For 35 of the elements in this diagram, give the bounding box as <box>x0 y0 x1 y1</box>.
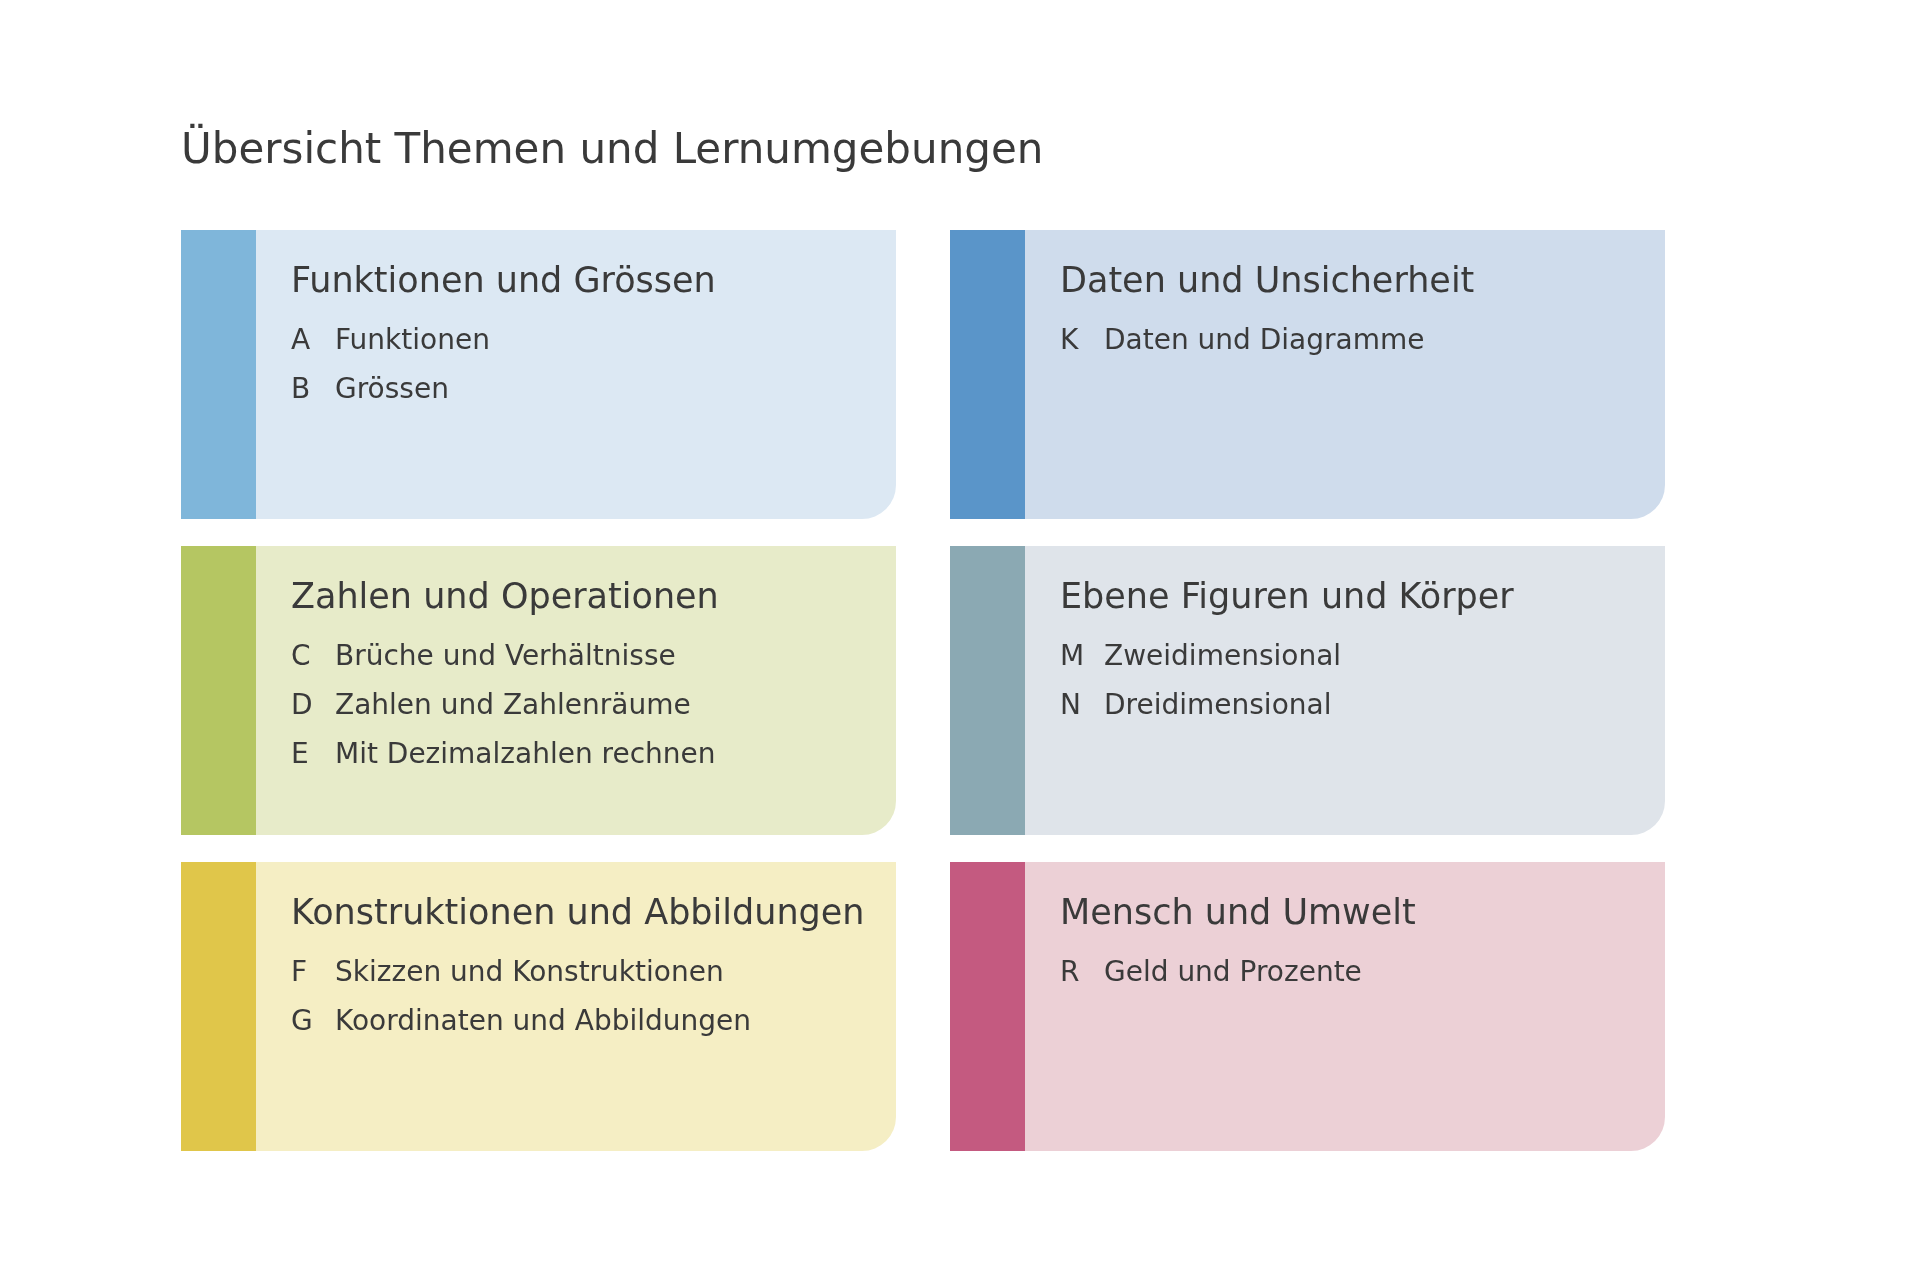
chapter-letter: G <box>291 1004 313 1037</box>
chapter-title: Grössen <box>335 372 449 405</box>
chapter-title: Dreidimensional <box>1104 688 1332 721</box>
chapter-letter: K <box>1060 323 1079 356</box>
topic-card <box>181 546 896 835</box>
chapter-title: Koordinaten und Abbildungen <box>335 1004 751 1037</box>
chapter-letter: M <box>1060 639 1085 672</box>
topic-card <box>181 862 896 1151</box>
topic-heading: Daten und Unsicherheit <box>1060 260 1475 300</box>
chapter-letter: N <box>1060 688 1081 721</box>
topic-heading: Ebene Figuren und Körper <box>1060 576 1514 616</box>
chapter-letter: D <box>291 688 313 721</box>
topic-heading: Konstruktionen und Abbildungen <box>291 892 865 932</box>
chapter-title: Funktionen <box>335 323 490 356</box>
topic-heading: Zahlen und Operationen <box>291 576 719 616</box>
topic-card <box>181 230 896 519</box>
topic-card <box>950 546 1665 835</box>
chapter-title: Brüche und Verhältnisse <box>335 639 676 672</box>
topic-heading: Mensch und Umwelt <box>1060 892 1416 932</box>
chapter-letter: R <box>1060 955 1080 988</box>
topic-card <box>950 862 1665 1151</box>
chapter-title: Skizzen und Konstruktionen <box>335 955 724 988</box>
title: Übersicht Themen und Lernumgebungen <box>181 124 1044 173</box>
chapter-title: Daten und Diagramme <box>1104 323 1425 356</box>
chapter-letter: F <box>291 955 308 988</box>
chapter-letter: E <box>291 737 309 770</box>
chapter-title: Zahlen und Zahlenräume <box>335 688 691 721</box>
chapter-title: Zweidimensional <box>1104 639 1342 672</box>
chapter-letter: A <box>291 323 311 356</box>
chapter-letter: C <box>291 639 311 672</box>
topic-card <box>950 230 1665 519</box>
chapter-letter: B <box>291 372 311 405</box>
chapter-title: Mit Dezimalzahlen rechnen <box>335 737 716 770</box>
chapter-title: Geld und Prozente <box>1104 955 1362 988</box>
topic-heading: Funktionen und Grössen <box>291 260 716 300</box>
